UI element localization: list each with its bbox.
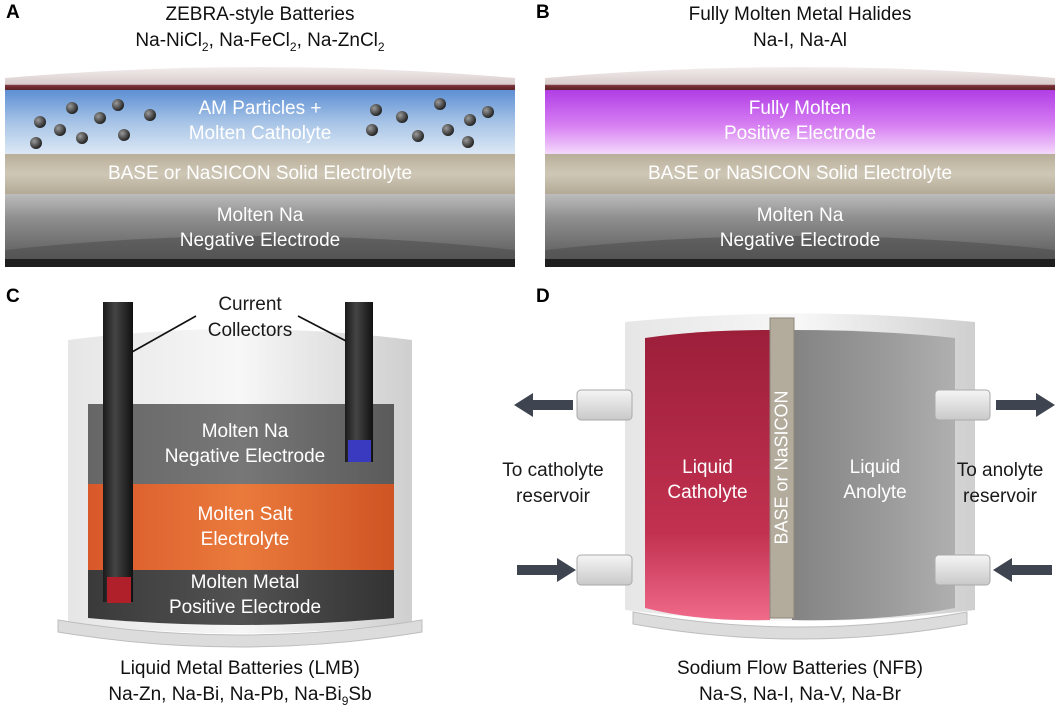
particle bbox=[30, 137, 42, 149]
panel-c-metal-label: Molten Metal Positive Electrode bbox=[168, 572, 322, 618]
particle bbox=[34, 116, 46, 128]
panel-b-separator-label: BASE or NaSICON Solid Electrolyte bbox=[647, 163, 953, 184]
panel-c-base-plate bbox=[57, 619, 423, 648]
panel-d-label: D bbox=[536, 286, 550, 307]
right-collector-tip bbox=[348, 440, 371, 462]
particle bbox=[112, 99, 124, 111]
panel-b-separator-layer bbox=[545, 154, 1055, 194]
particle bbox=[370, 104, 382, 116]
panel-b-bottom-layer-label: Molten Na Negative Electrode bbox=[719, 205, 881, 251]
particle bbox=[462, 136, 474, 148]
anolyte-outlet-port bbox=[934, 389, 991, 421]
panel-d-cell bbox=[514, 313, 1055, 640]
panel-b-label: B bbox=[536, 2, 550, 23]
particle bbox=[66, 102, 78, 114]
anolyte-inlet-port bbox=[934, 554, 991, 586]
panel-b-title-line1: Fully Molten Metal Halides bbox=[688, 4, 912, 25]
catholyte-reservoir-label: To catholyte reservoir bbox=[502, 460, 604, 507]
panel-c-sodium-layer bbox=[88, 404, 394, 484]
particle bbox=[442, 124, 454, 136]
particle bbox=[54, 124, 66, 136]
panel-a-bottom-shadow bbox=[5, 236, 515, 262]
catholyte-inlet-port bbox=[576, 554, 633, 586]
left-current-collector bbox=[103, 302, 133, 602]
catholyte-outlet-port bbox=[576, 389, 633, 421]
panel-a-bottom-plate bbox=[5, 259, 515, 267]
particle bbox=[366, 124, 378, 136]
current-collectors-label: Current Collectors bbox=[207, 294, 293, 341]
panel-b-bottom-shadow bbox=[545, 236, 1055, 262]
panel-c-metal-layer bbox=[88, 570, 394, 625]
particle bbox=[94, 112, 106, 124]
particle bbox=[396, 111, 408, 123]
panel-b-bottom-plate bbox=[545, 259, 1055, 267]
panel-a-title-line1: ZEBRA-style Batteries bbox=[165, 4, 355, 25]
separator-label: BASE or NaSICON bbox=[771, 390, 792, 545]
panel-b-top-cap bbox=[545, 67, 1055, 90]
panel-a-separator-layer bbox=[5, 154, 515, 194]
particle bbox=[76, 132, 88, 144]
panel-a-separator-label: BASE or NaSICON Solid Electrolyte bbox=[107, 163, 413, 184]
particle bbox=[464, 114, 476, 126]
right-current-collector bbox=[345, 302, 373, 462]
left-collector-tip bbox=[107, 577, 131, 603]
anolyte-label: Liquid Anolyte bbox=[843, 457, 907, 503]
particle bbox=[144, 109, 156, 121]
collector-leader-left bbox=[131, 315, 197, 353]
panel-c-caption: Liquid Metal Batteries (LMB) Na-Zn, Na-B… bbox=[108, 658, 372, 708]
particle bbox=[434, 98, 446, 110]
particle bbox=[412, 130, 424, 142]
panel-c-cell bbox=[57, 302, 423, 648]
anolyte-reservoir-label: To anolyte reservoir bbox=[956, 460, 1044, 507]
panel-c-label: C bbox=[6, 286, 20, 307]
anolyte-chamber bbox=[792, 330, 955, 621]
arrow-right-in bbox=[993, 558, 1052, 582]
panel-a-top-layer-label: AM Particles + Molten Catholyte bbox=[188, 98, 332, 144]
panel-a-catholyte-layer bbox=[5, 90, 515, 154]
catholyte-chamber bbox=[645, 330, 770, 621]
panel-d-caption: Sodium Flow Batteries (NFB) Na-S, Na-I, … bbox=[676, 658, 923, 705]
panel-b-top-layer-label: Fully Molten Positive Electrode bbox=[723, 98, 877, 144]
panel-b-title-line2: Na-I, Na-Al bbox=[753, 30, 847, 51]
flow-arrows bbox=[514, 393, 1055, 582]
panel-a-bottom-layer-label: Molten Na Negative Electrode bbox=[179, 205, 341, 251]
panel-a-cell bbox=[5, 67, 515, 267]
active-material-particles bbox=[30, 98, 494, 149]
panel-a-title: ZEBRA-style Batteries Na-NiCl2, Na-FeCl2… bbox=[5, 2, 515, 60]
panel-a-label: A bbox=[6, 2, 20, 23]
panel-b-title: Fully Molten Metal Halides Na-I, Na-Al bbox=[545, 2, 1055, 54]
separator-membrane bbox=[769, 317, 795, 619]
panel-b-cell bbox=[545, 67, 1055, 267]
panel-c-electrolyte-layer bbox=[88, 484, 394, 570]
collector-leader-right bbox=[297, 315, 347, 342]
panel-b-positive-layer bbox=[545, 90, 1055, 154]
catholyte-label: Liquid Catholyte bbox=[667, 457, 748, 503]
arrow-left-out bbox=[514, 393, 573, 417]
panel-c-sodium-label: Molten Na Negative Electrode bbox=[164, 421, 326, 467]
panel-a-top-cap bbox=[5, 67, 515, 90]
panel-d-base-plate bbox=[632, 611, 968, 640]
arrow-left-in bbox=[517, 558, 576, 582]
particle bbox=[482, 106, 494, 118]
arrow-right-out bbox=[996, 393, 1055, 417]
panel-c-electrolyte-label: Molten Salt Electrolyte bbox=[197, 504, 293, 550]
panel-a-title-line2: Na-NiCl2, Na-FeCl2, Na-ZnCl2 bbox=[135, 30, 385, 54]
particle bbox=[118, 129, 130, 141]
